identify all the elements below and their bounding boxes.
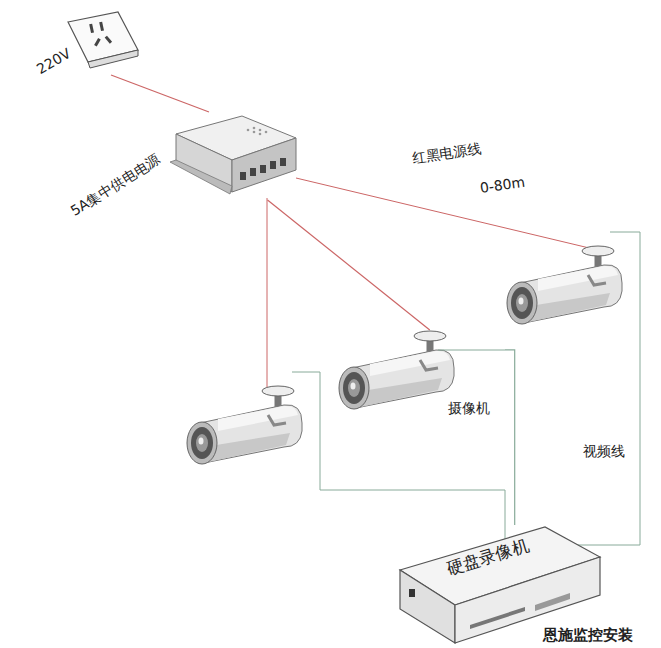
camera	[187, 386, 302, 464]
video-cable	[505, 350, 515, 525]
camera	[507, 246, 622, 324]
node-label: 220V	[34, 45, 74, 78]
node-label: 5A集中供电电源	[68, 151, 164, 220]
connector-line	[268, 200, 430, 330]
power-cable	[111, 75, 209, 112]
power-wire	[296, 178, 606, 252]
node-illustration	[170, 112, 300, 200]
wire-label: 红黑电源线	[411, 140, 483, 166]
camera: 摄像机	[330, 330, 505, 425]
power-supply: 5A集中供电电源	[170, 112, 300, 200]
power-cable	[268, 200, 430, 330]
wall-socket: 220V	[60, 10, 145, 75]
wire-label: 0-80m	[479, 174, 526, 197]
connector-line	[111, 75, 209, 112]
power-wire	[267, 198, 268, 390]
node-illustration	[60, 10, 145, 75]
wire-label: 视频线	[583, 443, 625, 460]
watermark: 恩施监控安装	[541, 626, 635, 644]
node-label: 摄像机	[448, 400, 490, 417]
connector-line	[505, 350, 515, 525]
